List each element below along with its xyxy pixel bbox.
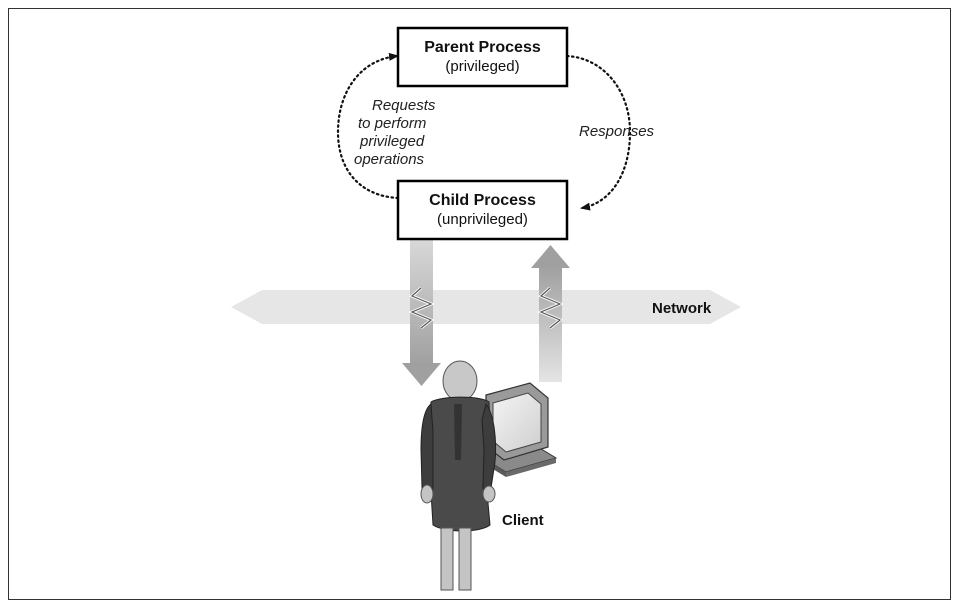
child-process-subtitle: (unprivileged): [437, 211, 528, 228]
network-label: Network: [652, 300, 712, 317]
requests-label-line-3: privileged: [359, 133, 425, 150]
child-process-title: Child Process: [429, 192, 536, 209]
child-process-box: Child Process (unprivileged): [396, 179, 569, 241]
responses-arrow: [565, 54, 632, 211]
upward-traffic-arrow: [531, 245, 570, 382]
responses-label: Responses: [579, 123, 655, 140]
client-label: Client: [502, 512, 544, 529]
client-person-icon: [420, 360, 497, 591]
requests-label: Requests to perform privileged operation…: [354, 97, 436, 168]
parent-process-title: Parent Process: [424, 39, 541, 56]
downward-traffic-arrow: [402, 240, 441, 386]
requests-label-line-2: to perform: [358, 115, 426, 132]
requests-label-line-1: Requests: [372, 97, 436, 114]
requests-arrow: [336, 52, 400, 200]
requests-label-line-4: operations: [354, 151, 425, 168]
network-band: [231, 290, 741, 324]
parent-process-box: Parent Process (privileged): [396, 26, 569, 88]
parent-process-subtitle: (privileged): [445, 58, 519, 75]
